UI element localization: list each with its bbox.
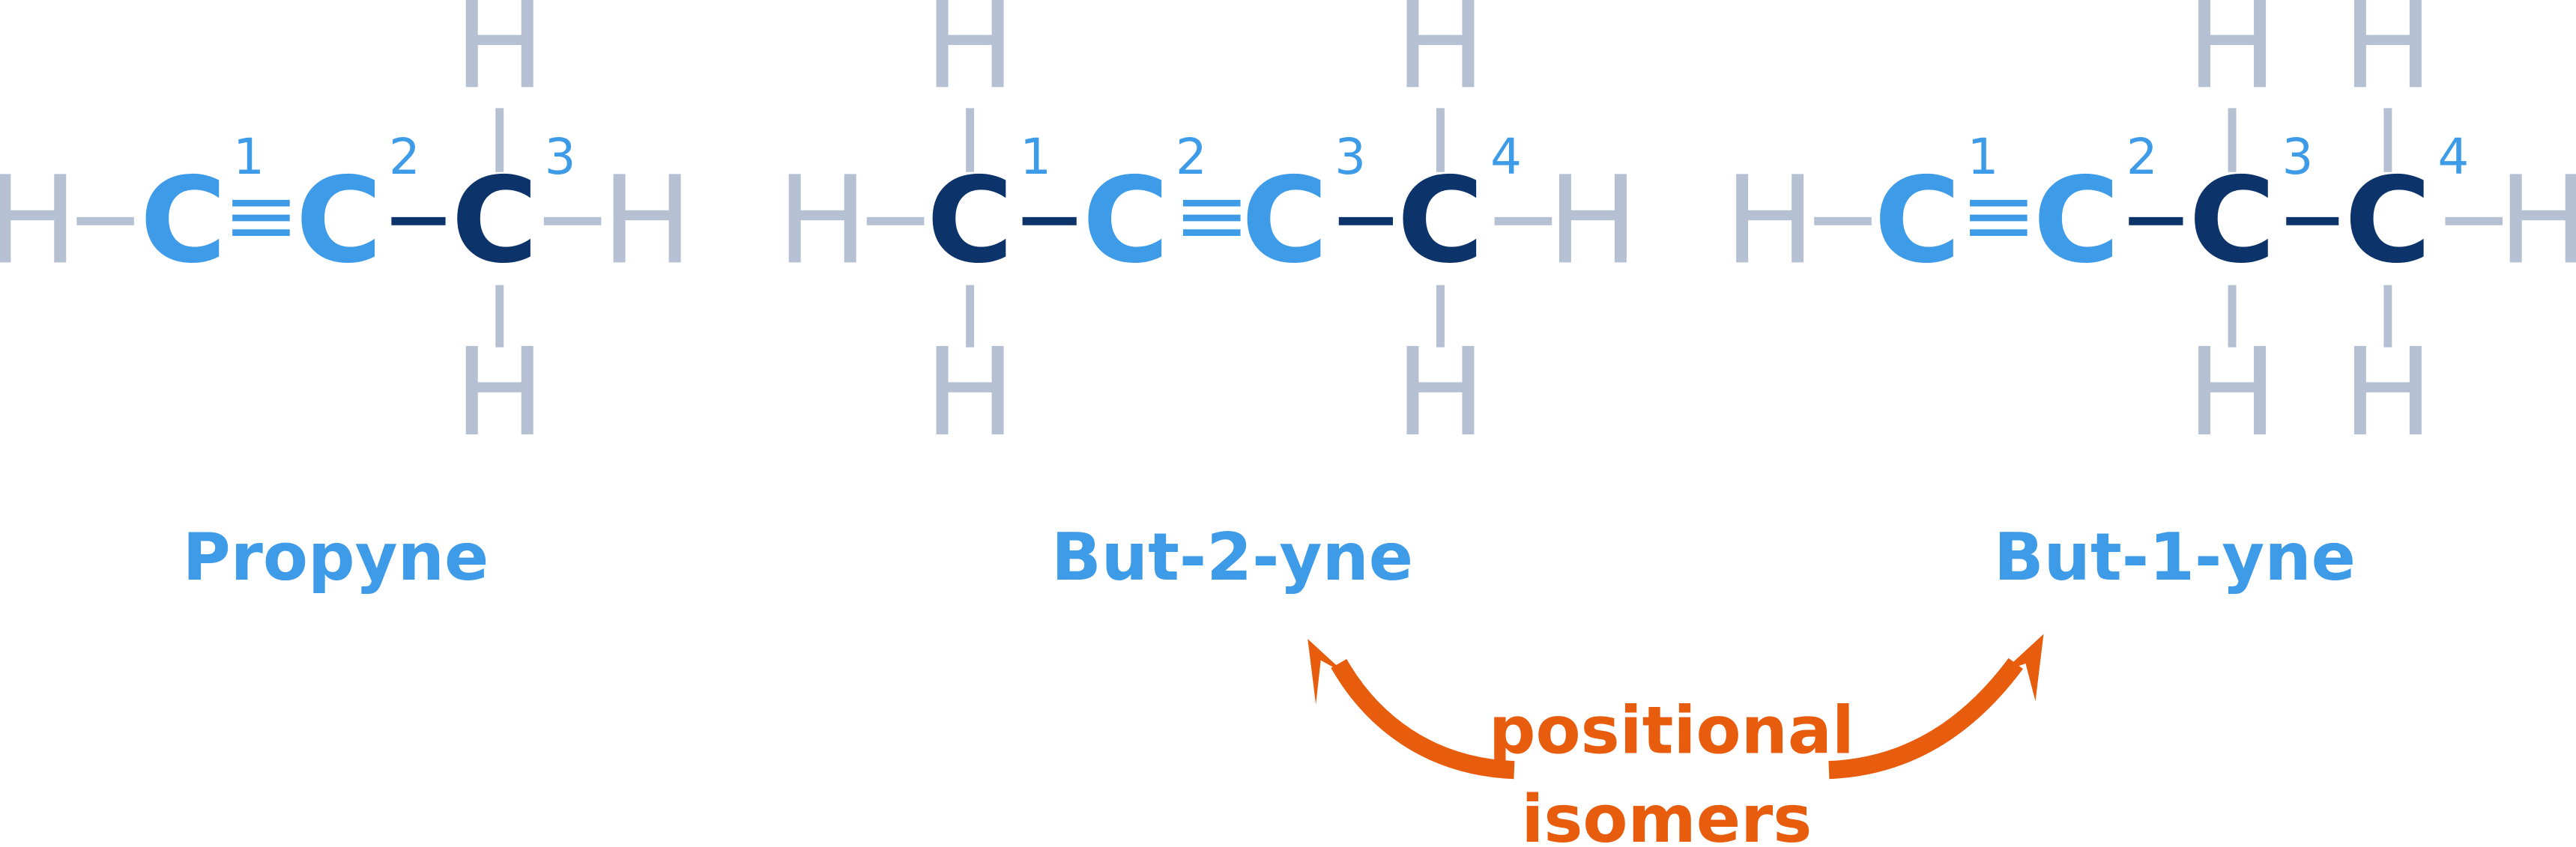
annotation-line-1: positional xyxy=(1489,693,1854,769)
locant: 3 xyxy=(2282,129,2314,186)
right-arrowhead-icon xyxy=(2002,634,2044,702)
molecule-name: But-1-yne xyxy=(1994,519,2356,595)
hydrogen-atom: H xyxy=(1724,151,1815,291)
carbon-atom: C xyxy=(1874,153,1961,290)
left-arrowhead-icon xyxy=(1307,639,1347,705)
hydrogen-atom: H xyxy=(777,151,868,291)
carbon-atom: C xyxy=(2189,153,2276,290)
locant: 1 xyxy=(233,129,264,186)
hydrogen-atom: H xyxy=(2186,323,2278,464)
locant: 4 xyxy=(2438,129,2470,186)
carbon-atom: C xyxy=(451,153,538,290)
locant: 2 xyxy=(2126,129,2158,186)
hydrogen-atom: H xyxy=(454,0,545,116)
hydrogen-atom: H xyxy=(925,323,1016,464)
hydrogen-atom: H xyxy=(454,323,545,464)
carbon-atom: C xyxy=(296,153,383,290)
locant: 3 xyxy=(545,129,576,186)
left-curved-arrow xyxy=(1331,659,1515,780)
triple-bond xyxy=(232,199,290,237)
locant: 2 xyxy=(1176,129,1207,186)
carbon-atom: C xyxy=(1242,153,1328,290)
hydrogen-atom: H xyxy=(2342,323,2434,464)
molecule-propyne: H C 1 C 2 C 3 H H H Propyne xyxy=(0,0,693,595)
molecule-but-1-yne: H C 1 C 2 C 3 C 4 H H H H H But-1-yne xyxy=(1724,0,2576,595)
molecule-name: Propyne xyxy=(183,519,489,595)
hydrogen-atom: H xyxy=(2498,151,2576,291)
carbon-atom: C xyxy=(927,153,1014,290)
locant: 4 xyxy=(1490,129,1522,186)
locant: 1 xyxy=(1020,129,1051,186)
locant: 2 xyxy=(389,129,420,186)
molecule-name: But-2-yne xyxy=(1051,519,1413,595)
hydrogen-atom: H xyxy=(2342,0,2434,116)
carbon-atom: C xyxy=(1083,153,1170,290)
carbon-atom: C xyxy=(2033,153,2120,290)
hydrogen-atom: H xyxy=(1395,323,1487,464)
hydrogen-atom: H xyxy=(1547,151,1639,291)
locant: 3 xyxy=(1334,129,1366,186)
hydrogen-atom: H xyxy=(2186,0,2278,116)
hydrogen-atom: H xyxy=(0,151,78,291)
carbon-atom: C xyxy=(1397,153,1484,290)
right-curved-arrow xyxy=(1828,658,2023,780)
triple-bond xyxy=(1970,199,2028,237)
molecule-but-2-yne: H C 1 C 2 C 3 C 4 H H H H H But-2-yne xyxy=(777,0,1639,595)
locant: 1 xyxy=(1968,129,1999,186)
carbon-atom: C xyxy=(140,153,227,290)
hydrogen-atom: H xyxy=(925,0,1016,116)
hydrogen-atom: H xyxy=(602,151,693,291)
triple-bond xyxy=(1182,199,1241,237)
carbon-atom: C xyxy=(2344,153,2431,290)
annotation-line-2: isomers xyxy=(1521,781,1812,847)
positional-isomers-annotation: positional isomers xyxy=(1307,634,2044,847)
hydrogen-atom: H xyxy=(1395,0,1487,116)
